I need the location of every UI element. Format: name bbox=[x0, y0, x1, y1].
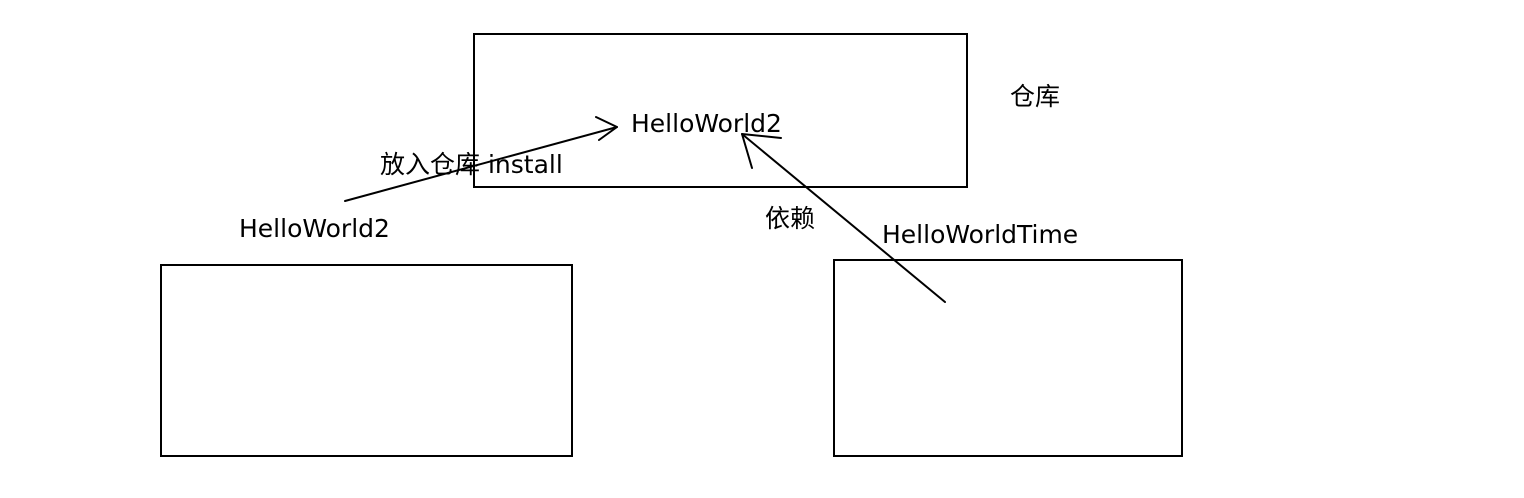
source-project-box bbox=[160, 264, 573, 457]
repository-box bbox=[473, 33, 968, 188]
source-project-label: HelloWorld2 bbox=[239, 214, 390, 243]
repository-artifact-label: HelloWorld2 bbox=[631, 109, 782, 138]
dependent-project-label: HelloWorldTime bbox=[882, 220, 1079, 249]
dependent-project-box bbox=[833, 259, 1183, 457]
depends-edge-label: 依赖 bbox=[765, 204, 816, 233]
install-edge-label: 放入仓库 install bbox=[380, 150, 563, 179]
repository-label: 仓库 bbox=[1010, 82, 1061, 111]
